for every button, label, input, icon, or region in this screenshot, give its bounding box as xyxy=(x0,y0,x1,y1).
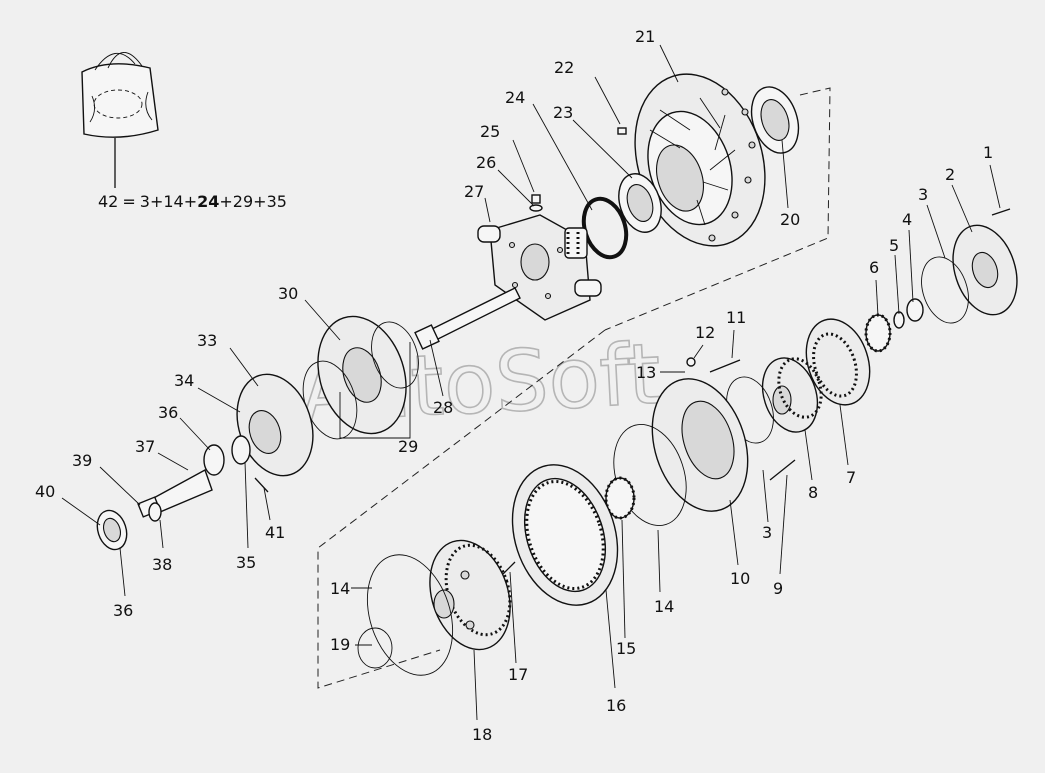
callout-3-lower: 3 xyxy=(762,523,772,542)
formula-text: 42=3+14+24+29+35 xyxy=(98,192,287,211)
callout-38: 38 xyxy=(152,555,172,574)
sun-shaft-part xyxy=(414,287,521,350)
bolt-41 xyxy=(254,477,269,493)
planet-carrier-small-part xyxy=(761,357,823,433)
callout-22: 22 xyxy=(554,58,574,77)
plug-12 xyxy=(686,357,696,367)
callout-21: 21 xyxy=(635,27,655,46)
callout-13: 13 xyxy=(636,363,656,382)
assembly-boundary-upper xyxy=(604,87,831,331)
callout-1: 1 xyxy=(983,143,993,162)
seal-part xyxy=(231,435,251,465)
callout-25: 25 xyxy=(480,122,500,141)
ring-gear-upper-part xyxy=(805,318,871,406)
callout-36: 36 xyxy=(158,403,178,422)
callout-19: 19 xyxy=(330,635,350,654)
callout-30: 30 xyxy=(278,284,298,303)
thrust-washer-part xyxy=(893,311,905,329)
bolt-9 xyxy=(769,459,796,481)
leader-lines xyxy=(61,44,1001,721)
callout-23: 23 xyxy=(553,103,573,122)
callout-20: 20 xyxy=(780,210,800,229)
callout-15: 15 xyxy=(616,639,636,658)
o-ring-part-large xyxy=(366,554,454,676)
nut-part xyxy=(617,127,627,135)
callout-7: 7 xyxy=(846,468,856,487)
sun-gear-small-part xyxy=(864,313,892,353)
callout-28: 28 xyxy=(433,398,453,417)
sun-gear-part xyxy=(604,476,636,520)
planet-carrier-lower-part xyxy=(429,539,512,651)
callout-39: 39 xyxy=(72,451,92,470)
callout-5: 5 xyxy=(889,236,899,255)
bearing-part xyxy=(618,173,662,233)
callout-27: 27 xyxy=(464,182,484,201)
bolt-17 xyxy=(502,561,516,575)
callout-35: 35 xyxy=(236,553,256,572)
bearing-part-left xyxy=(203,444,225,476)
ring-gear-lower-part xyxy=(511,464,619,606)
callout-41: 41 xyxy=(265,523,285,542)
callout-17: 17 xyxy=(508,665,528,684)
callout-12: 12 xyxy=(695,323,715,342)
bolt-11 xyxy=(709,359,741,373)
callout-29: 29 xyxy=(398,437,418,456)
callout-26: 26 xyxy=(476,153,496,172)
bearing-cone-part xyxy=(96,509,128,551)
callout-34: 34 xyxy=(174,371,194,390)
kit-bag-icon xyxy=(81,52,159,138)
callout-11: 11 xyxy=(726,308,746,327)
spacer-part xyxy=(906,298,924,322)
end-cover-part xyxy=(952,224,1018,316)
callout-33: 33 xyxy=(197,331,217,350)
callout-40: 40 xyxy=(35,482,55,501)
callout-36-lower: 36 xyxy=(113,601,133,620)
callout-18: 18 xyxy=(472,725,492,744)
callout-3: 3 xyxy=(918,185,928,204)
snap-ring-part xyxy=(357,627,393,669)
callout-14: 14 xyxy=(654,597,674,616)
assembly-boundary-lower xyxy=(317,329,606,689)
callout-14-lower: 14 xyxy=(330,579,350,598)
callout-9: 9 xyxy=(773,579,783,598)
seal-ring-part xyxy=(750,86,800,154)
callout-37: 37 xyxy=(135,437,155,456)
callout-10: 10 xyxy=(730,569,750,588)
callout-2: 2 xyxy=(945,165,955,184)
washer-part xyxy=(148,502,162,522)
callout-16: 16 xyxy=(606,696,626,715)
callout-8: 8 xyxy=(808,483,818,502)
bolt-1 xyxy=(991,208,1011,216)
plug-part xyxy=(529,194,543,212)
hub-housing-part xyxy=(634,73,766,247)
o-ring-part xyxy=(921,256,969,324)
housing-flange-part xyxy=(651,378,749,512)
callout-6: 6 xyxy=(869,258,879,277)
callout-4: 4 xyxy=(902,210,912,229)
callout-24: 24 xyxy=(505,88,525,107)
